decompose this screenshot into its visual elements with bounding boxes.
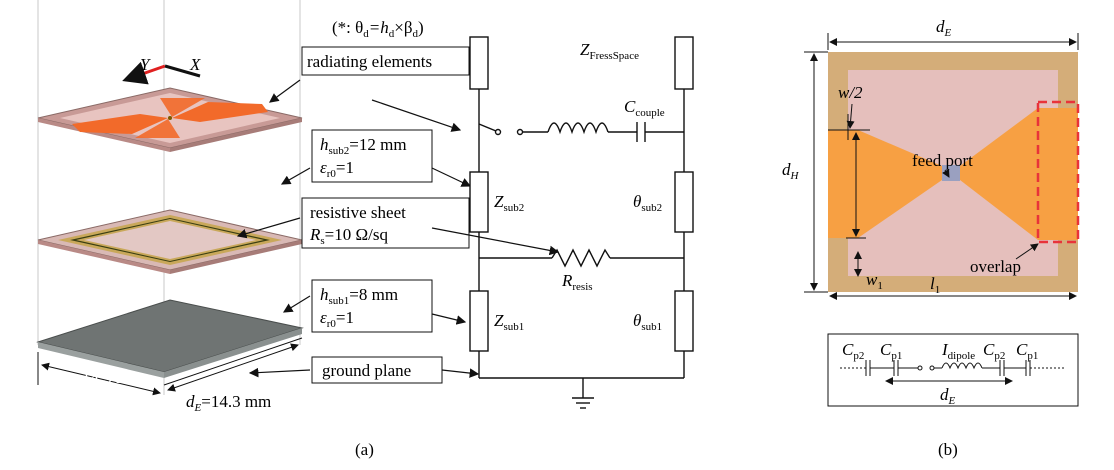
panel-b-topview: dE dH w/2 feed port overlap w1 l1 <box>782 17 1080 300</box>
feed-port-label: feed port <box>912 151 973 170</box>
hsub1-box <box>311 279 433 333</box>
dh-label-b: dH <box>782 160 800 182</box>
middle-layer-resistive <box>37 209 303 274</box>
cp2a-label: Cp2 <box>842 340 864 362</box>
cp1a-label: Cp1 <box>880 340 902 362</box>
zsub2-label: Zsub2 <box>494 192 524 214</box>
cp2b-label: Cp2 <box>983 340 1005 362</box>
hsub1-label: hsub1=8 mm <box>320 285 398 307</box>
theta-sub2-block <box>674 171 694 233</box>
circuit-labels: ZFressSpace Ccouple Zsub2 θsub2 Rresis Z… <box>494 40 665 333</box>
x-axis-line <box>164 64 201 78</box>
ground-box <box>311 356 443 384</box>
radiating-box <box>301 46 470 76</box>
resistive-box <box>301 197 470 249</box>
de-label-equiv: dE <box>940 385 956 407</box>
theta-sub2-label: θsub2 <box>633 192 662 214</box>
eps2-label: εr0=1 <box>320 158 354 180</box>
de-label-a: dE=14.3 mm <box>186 392 271 414</box>
axis-y-label: Y <box>140 55 151 74</box>
overlap-label: overlap <box>970 257 1021 276</box>
callouts: (*: θd=hd×βd) radiating elements hsub2=1… <box>236 18 560 384</box>
patch-right <box>172 102 268 122</box>
patch-left <box>72 114 168 134</box>
y-axis-arrow <box>122 61 166 85</box>
axis-x-label: X <box>189 55 201 74</box>
zfree-block <box>674 36 694 90</box>
radiating-element-block <box>469 36 489 90</box>
equivalent-circuit <box>469 36 694 409</box>
resistive-label: resistive sheet <box>310 203 406 222</box>
eps1-label: εr0=1 <box>320 308 354 330</box>
idipole-label: Idipole <box>941 340 975 362</box>
overlap-region <box>1036 100 1080 244</box>
dipole-arm-right <box>960 108 1078 240</box>
cp1b-label: Cp1 <box>1016 340 1038 362</box>
dipole-equivalent-circuit: Cp2 Cp1 Idipole Cp2 Cp1 dE <box>827 333 1079 407</box>
caption-a: (a) <box>355 440 374 459</box>
inductor-coil <box>547 122 609 135</box>
l1-label: l1 <box>930 274 940 296</box>
top-layer-radiator <box>37 61 303 152</box>
theta-sub1-block <box>674 290 694 352</box>
radiating-label: radiating elements <box>307 52 432 71</box>
rresis-label: Rresis <box>561 271 593 293</box>
de-label-b: dE <box>936 17 952 39</box>
zsub2-block <box>469 171 489 233</box>
w2-label: w/2 <box>838 83 863 102</box>
hsub2-box <box>311 129 433 183</box>
de-dimension <box>167 343 299 392</box>
rs-label: Rs=10 Ω/sq <box>309 225 388 247</box>
caption-b: (b) <box>938 440 958 459</box>
dh-label-a: dH=14.3 mm <box>56 368 143 390</box>
zsub1-block <box>469 290 489 352</box>
bottom-layer-ground <box>36 299 304 378</box>
theta-annotation: (*: θd=hd×βd) <box>332 18 424 40</box>
w1-label: w1 <box>866 270 883 292</box>
theta-sub1-label: θsub1 <box>633 311 662 333</box>
ccouple-label: Ccouple <box>624 97 665 119</box>
resistor-zigzag <box>551 248 611 268</box>
zfree-label: ZFressSpace <box>580 40 639 62</box>
dh-dimension <box>41 362 161 396</box>
ground-label: ground plane <box>322 361 411 380</box>
stack-3d: Y X dH=14.3 mm dE=14.3 mm <box>36 0 304 414</box>
hsub2-label: hsub2=12 mm <box>320 135 407 157</box>
zsub1-label: Zsub1 <box>494 311 524 333</box>
